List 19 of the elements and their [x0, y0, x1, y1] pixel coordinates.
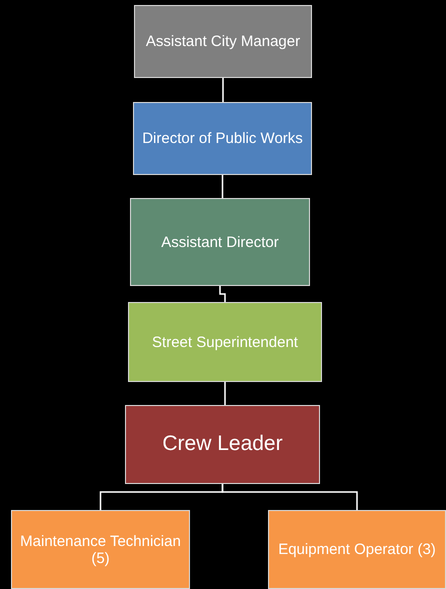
- org-box: [133, 102, 312, 175]
- connector-line: [222, 78, 224, 102]
- org-box: [134, 5, 312, 78]
- role-title: Street Superintendent: [152, 334, 298, 350]
- org-box: [268, 510, 446, 589]
- org-box: [125, 405, 320, 484]
- connector-line: [224, 382, 226, 405]
- role-title: Maintenance Technician (5): [19, 532, 182, 566]
- connector-line: [222, 484, 358, 510]
- role-title: Assistant City Manager: [146, 33, 300, 50]
- org-box: [11, 510, 190, 589]
- org-box: [130, 198, 310, 286]
- role-title: Assistant Director: [161, 234, 279, 250]
- role-title: Equipment Operator (3): [278, 541, 436, 558]
- connector-line: [219, 286, 226, 302]
- connector-line: [222, 175, 224, 198]
- org-box: [128, 302, 322, 382]
- role-title: Director of Public Works: [142, 130, 303, 147]
- role-title: Crew Leader: [162, 431, 283, 458]
